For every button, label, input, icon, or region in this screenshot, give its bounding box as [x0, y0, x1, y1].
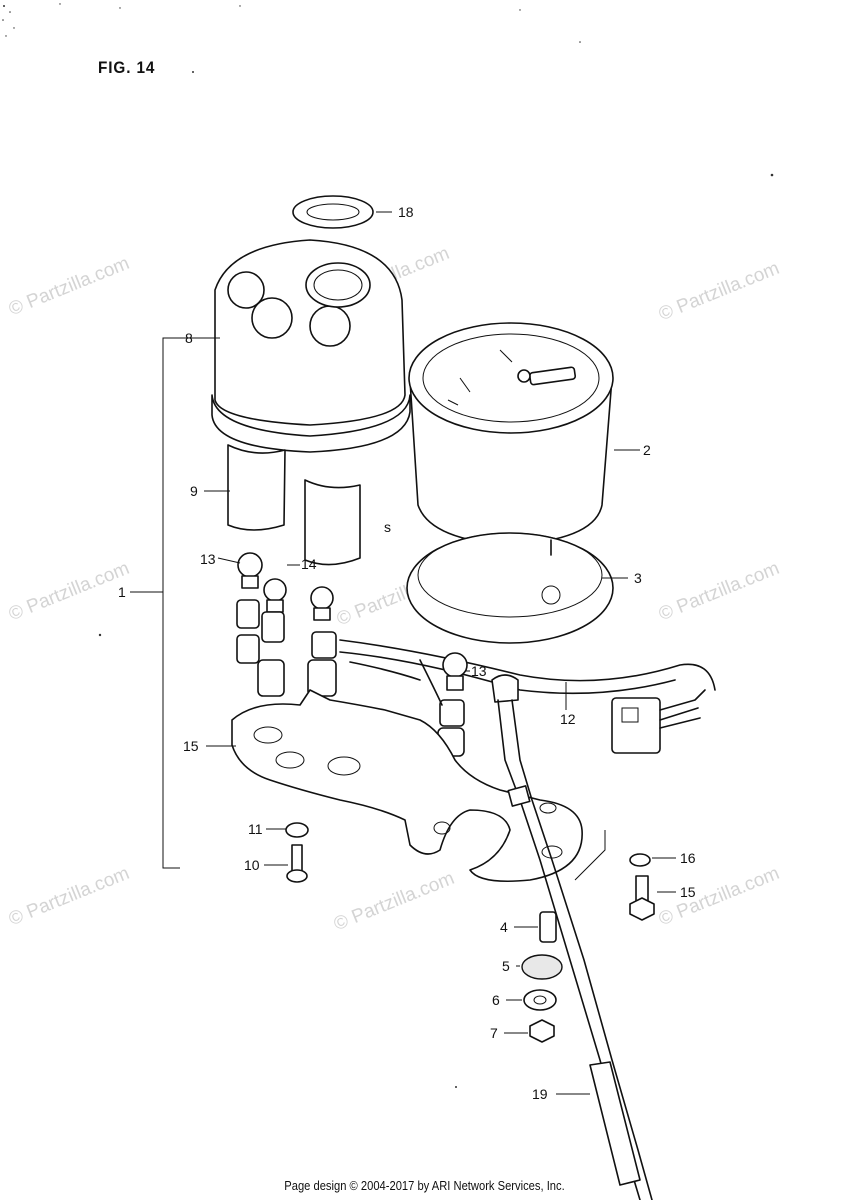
callout-3: 3: [634, 570, 642, 586]
callout-6: 6: [492, 992, 500, 1008]
speedometer-2: [408, 322, 614, 546]
washer-17: [629, 853, 651, 867]
bolt-16: [629, 875, 655, 921]
washer-6: [523, 989, 557, 1011]
rubber-strap-s: [304, 479, 361, 566]
callout-5: 5: [502, 958, 510, 974]
callout-13-left: 13: [200, 551, 216, 567]
callout-4: 4: [500, 919, 508, 935]
bulb-14: [257, 578, 287, 697]
wiring-harness-12: [339, 639, 716, 754]
callout-19: 18: [398, 204, 414, 220]
nut-7: [529, 1019, 555, 1043]
callout-1: 1: [118, 584, 126, 600]
bulb-13-left: [236, 552, 263, 664]
callout-12: 12: [560, 711, 576, 727]
meter-bracket-15: [231, 689, 583, 883]
callout-7: 7: [490, 1025, 498, 1041]
callout-9: 9: [190, 483, 198, 499]
seal-ring-19: [292, 195, 392, 229]
screw-10: [286, 844, 308, 883]
callout-10: 10: [244, 857, 260, 873]
callout-17: 16: [680, 850, 696, 866]
callout-18: 19: [532, 1086, 548, 1102]
bulb-center: [307, 586, 337, 697]
callout-2: 2: [643, 442, 651, 458]
callout-16: 15: [680, 884, 696, 900]
washer-11: [285, 822, 309, 838]
callout-s: s: [384, 519, 391, 535]
callout-15: 15: [183, 738, 199, 754]
speedometer-cable-18: [491, 674, 653, 1200]
collar-4: [539, 911, 557, 943]
copyright-footer: Page design © 2004-2017 by ARI Network S…: [284, 1178, 565, 1193]
figure-title: FIG. 14: [98, 58, 156, 77]
meter-cushion-3: [406, 532, 614, 644]
callout-11: 11: [248, 821, 263, 837]
meter-housing-8: [211, 239, 411, 453]
leader-lines: [130, 337, 676, 1095]
scan-noise: [2, 3, 774, 1088]
washer-5: [521, 954, 563, 980]
rubber-strap-9: [227, 444, 286, 531]
callout-8: 8: [185, 330, 193, 346]
callout-13-right: 13: [471, 663, 487, 679]
callout-14: 14: [301, 556, 317, 572]
